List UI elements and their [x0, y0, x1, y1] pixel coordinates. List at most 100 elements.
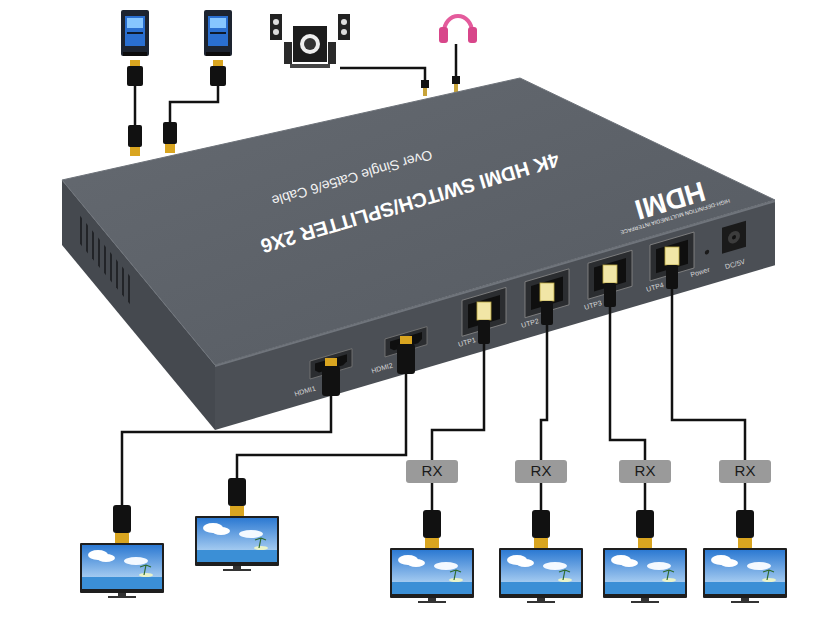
speaker-system — [341, 19, 347, 25]
receiver-box: RX — [406, 460, 458, 483]
port-label: HDMI2 — [371, 362, 394, 375]
speaker-system — [273, 29, 279, 35]
rj45-plug — [665, 247, 679, 265]
rj45-plug — [666, 265, 678, 289]
hdmi-plug — [425, 538, 439, 548]
headphones-icon — [468, 27, 477, 43]
rj45-port — [462, 232, 694, 336]
device-housing — [62, 78, 775, 430]
receiver-box: RX — [515, 460, 567, 483]
device-housing — [80, 216, 130, 304]
port-label: UTP3 — [583, 299, 602, 311]
hdmi-plug — [210, 66, 226, 86]
speaker-system — [293, 26, 327, 62]
hdmi-plug — [397, 344, 415, 374]
power-led — [705, 249, 709, 255]
rj45-plug — [541, 301, 553, 325]
headphones-icon — [439, 16, 477, 43]
hdmi-plug — [113, 505, 131, 533]
hdmi-plug — [127, 60, 226, 156]
hdmi-plug — [534, 538, 548, 548]
power-jack — [728, 229, 740, 245]
receiver-label: RX — [531, 463, 552, 480]
tv-display — [80, 543, 164, 598]
hdmi-plug — [115, 533, 129, 543]
speaker-system — [290, 64, 330, 68]
tv-display — [195, 516, 279, 571]
receiver-box: RX — [619, 460, 671, 483]
speaker-system — [273, 19, 279, 25]
rj45-plug — [477, 302, 491, 320]
output-cable — [744, 483, 747, 510]
input-cable — [170, 86, 218, 122]
speaker-system — [270, 14, 350, 68]
receiver-label: RX — [735, 463, 756, 480]
hdmi-plug — [127, 66, 143, 86]
port-label: DC/5V — [724, 258, 746, 271]
output-cable — [431, 483, 434, 510]
device-housing — [110, 252, 112, 282]
headphones-icon — [444, 16, 472, 32]
tv-display — [390, 548, 474, 603]
hdmi-plug — [322, 366, 340, 396]
device-housing — [122, 267, 124, 297]
input-cable — [134, 86, 137, 125]
device-housing — [128, 274, 130, 304]
hdmi-plug — [128, 125, 142, 147]
output-cable — [610, 307, 645, 460]
rj45-plug — [477, 247, 679, 344]
tv-display — [603, 548, 687, 603]
tv-display — [499, 548, 583, 603]
tv-display — [80, 516, 787, 603]
output-cable — [644, 483, 647, 510]
computer-icon — [204, 10, 232, 56]
rj45-plug — [540, 283, 554, 301]
speaker-system — [270, 14, 282, 40]
computer-icon — [121, 10, 149, 56]
device-housing — [98, 238, 100, 268]
tv-display — [703, 548, 787, 603]
speaker-system — [284, 42, 292, 64]
hdmi-plug — [163, 122, 177, 144]
output-cable — [541, 325, 547, 460]
power-jack — [722, 221, 746, 254]
hdmi-plug — [736, 510, 754, 538]
headphones-icon — [439, 27, 448, 43]
hdmi-plug — [130, 147, 140, 156]
speaker-system — [304, 38, 316, 50]
output-cable — [122, 289, 745, 510]
audio-plug — [452, 76, 460, 84]
speaker-system — [328, 42, 336, 64]
hdmi-plug — [738, 538, 752, 548]
output-cable — [432, 344, 484, 460]
audio-plug — [421, 80, 429, 88]
hdmi-plug — [130, 60, 140, 66]
hdmi-plug — [325, 358, 337, 366]
hdmi-plug — [636, 510, 654, 538]
device-housing — [104, 245, 106, 275]
output-cable — [672, 289, 745, 460]
device-housing — [80, 216, 82, 246]
device-housing — [86, 223, 88, 253]
output-cable — [540, 483, 543, 510]
output-cable — [237, 374, 406, 478]
port-label: HDMI1 — [294, 385, 317, 398]
audio-plug — [454, 84, 458, 92]
hdmi-plug — [230, 506, 244, 516]
speaker-system — [300, 34, 320, 54]
hdmi-plug — [165, 144, 175, 153]
port-label: UTP4 — [645, 281, 664, 293]
device-housing — [116, 259, 118, 289]
output-cable — [122, 396, 331, 505]
audio-plug — [423, 88, 427, 96]
port-label: UTP1 — [457, 336, 476, 348]
hdmi-plug — [532, 510, 550, 538]
input-cable — [455, 44, 458, 76]
rj45-plug — [604, 283, 616, 307]
power-jack — [722, 221, 746, 254]
power-jack — [732, 235, 736, 240]
receiver-label: RX — [635, 463, 656, 480]
